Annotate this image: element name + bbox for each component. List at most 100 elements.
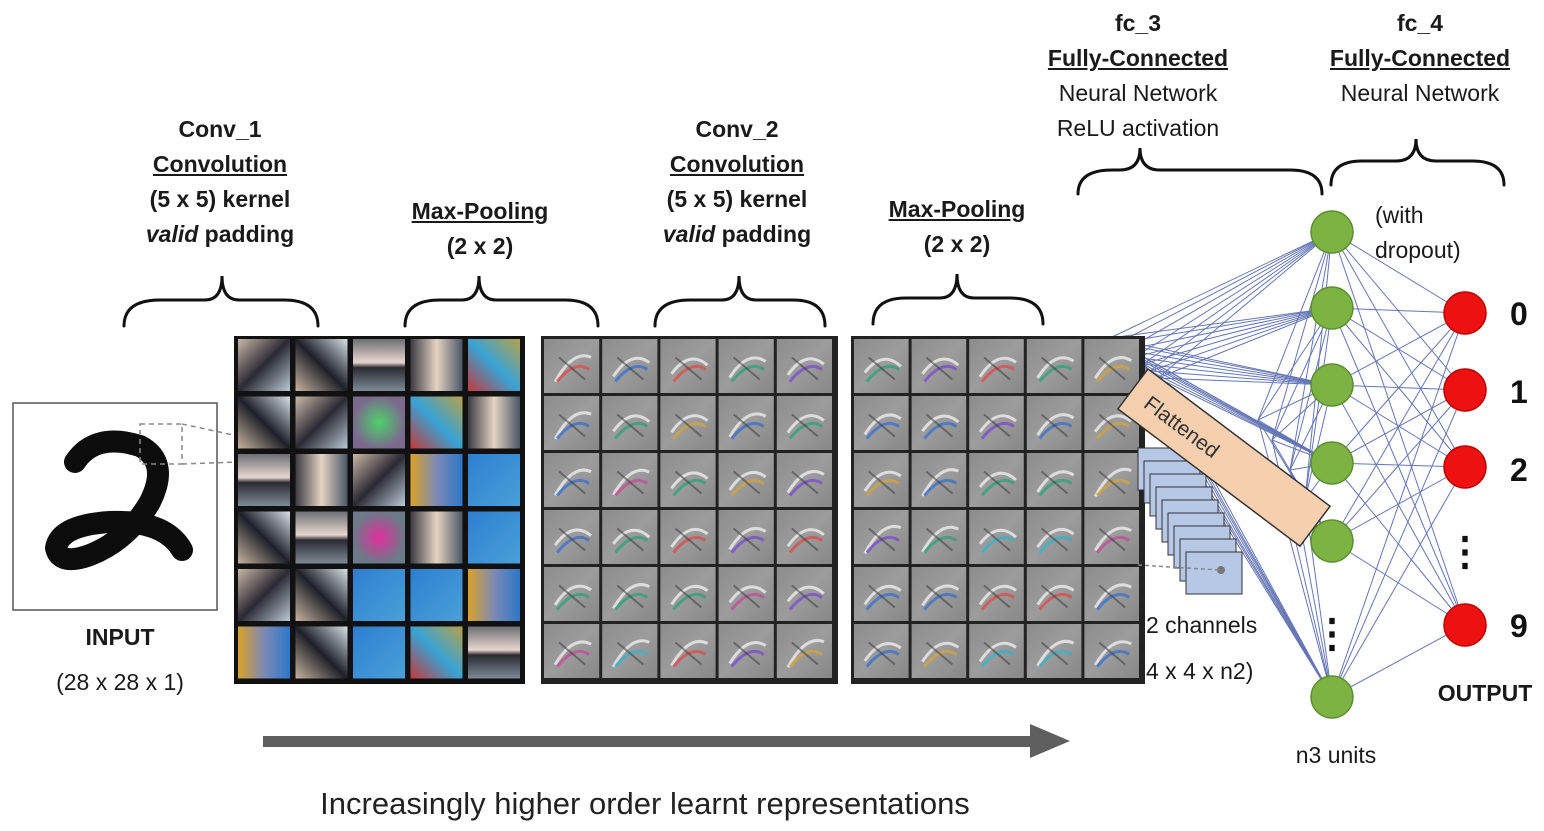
feature-stroke — [614, 536, 649, 554]
feature-stroke — [670, 357, 709, 375]
feature-stroke — [555, 536, 590, 554]
connection-line — [1142, 307, 1333, 365]
feature-cell — [1084, 510, 1139, 564]
feature-stroke — [791, 527, 819, 552]
connection-line — [1149, 231, 1333, 372]
input-dims: (28 x 28 x 1) — [56, 669, 184, 695]
output-neuron — [1443, 603, 1487, 647]
input-digit-image — [12, 402, 239, 611]
feature-stroke — [786, 528, 825, 548]
feature-stroke — [791, 641, 819, 666]
feature-stroke — [923, 650, 958, 668]
connection-line — [1109, 307, 1333, 339]
feature-stroke — [672, 650, 707, 668]
feature-stroke — [1038, 650, 1073, 668]
feature-cell — [776, 453, 832, 507]
conv2-feature-grid — [541, 336, 838, 684]
feature-stroke — [1098, 413, 1126, 438]
feature-stroke — [983, 413, 1011, 438]
feature-cell — [718, 339, 774, 393]
feature-stroke — [786, 469, 825, 494]
feature-stroke — [1036, 356, 1075, 379]
feature-stroke — [612, 528, 651, 545]
fc3-line1: Neural Network — [1058, 80, 1218, 106]
fc3-units-label: n3 units — [1295, 742, 1377, 768]
feature-cell — [854, 624, 909, 678]
conv2-pad-rest: padding — [715, 221, 812, 247]
right-arrow-icon — [263, 724, 1070, 758]
feature-cell — [544, 510, 600, 564]
connection-line — [1125, 231, 1333, 351]
connection-line — [1271, 231, 1333, 441]
connection-line — [1331, 307, 1466, 314]
feature-stroke — [983, 584, 1011, 609]
caption: Increasingly higher order learnt represe… — [320, 786, 970, 821]
feature-stroke — [921, 357, 960, 375]
feature-stroke — [983, 356, 1011, 381]
hidden-neuron — [1310, 210, 1354, 254]
feature-stroke — [733, 470, 761, 495]
filter-grid-image — [234, 336, 525, 684]
brace-icon — [122, 138, 1506, 328]
feature-stroke — [1093, 583, 1132, 609]
feature-stroke — [1040, 584, 1069, 609]
hidden-neuron — [1310, 286, 1354, 330]
feature-stroke — [614, 365, 649, 383]
output-class-0: 0 — [1510, 296, 1528, 332]
output-neuron — [1443, 291, 1487, 335]
fc3-neurons — [1310, 210, 1354, 719]
feature-stroke — [612, 414, 651, 433]
filter-cell — [238, 626, 290, 679]
output-neuron — [1443, 368, 1487, 412]
feature-stroke — [1098, 527, 1126, 552]
feature-stroke — [868, 356, 896, 381]
connection-line — [1149, 370, 1333, 386]
feature-stroke — [1098, 641, 1126, 666]
feature-stroke — [728, 585, 767, 604]
feature-stroke — [674, 356, 703, 381]
filter-cell — [295, 626, 348, 679]
feature-stroke — [923, 479, 958, 497]
feature-cell — [660, 339, 716, 393]
conv1-pad-rest: padding — [198, 221, 295, 247]
feature-stroke — [674, 470, 703, 495]
feature-stroke — [616, 527, 644, 552]
feature-cell — [544, 624, 600, 678]
feature-stroke — [555, 479, 590, 497]
feature-stroke — [733, 584, 761, 609]
feature-stroke — [980, 593, 1015, 611]
feature-stroke — [1098, 584, 1126, 609]
fc3-name: fc_3 — [1114, 10, 1162, 36]
feature-stroke — [1096, 422, 1131, 440]
connection-line — [1157, 307, 1333, 379]
feature-stroke — [865, 536, 900, 554]
feature-cell — [776, 396, 832, 450]
hidden-ellipsis: ⋮ — [1312, 612, 1352, 656]
feature-stroke — [616, 584, 644, 609]
filter-cell — [410, 569, 463, 621]
filter-cell — [410, 511, 463, 564]
connection-line — [1331, 466, 1466, 698]
fc4-line1: Neural Network — [1340, 80, 1500, 106]
feature-cell — [1026, 453, 1082, 507]
fc3-type: Fully-Connected — [1047, 45, 1229, 71]
filter-cell — [410, 626, 463, 679]
feature-stroke — [1093, 356, 1132, 380]
feature-map — [1185, 551, 1243, 595]
feature-stroke — [672, 593, 707, 611]
feature-cell — [1084, 567, 1139, 621]
feature-cell — [718, 453, 774, 507]
feature-stroke — [1036, 470, 1075, 493]
feature-stroke — [980, 365, 1015, 383]
filter-cell — [353, 339, 405, 391]
conv2-kernel: (5 x 5) kernel — [666, 186, 808, 212]
feature-stroke — [674, 584, 703, 609]
feature-stroke — [558, 527, 586, 552]
feature-cell — [911, 339, 967, 393]
feature-stroke — [1038, 365, 1073, 383]
feature-cell — [1026, 339, 1082, 393]
feature-stroke — [786, 639, 825, 668]
filter-cell — [410, 454, 463, 506]
feature-cell — [718, 396, 774, 450]
connection-line — [1331, 389, 1466, 542]
